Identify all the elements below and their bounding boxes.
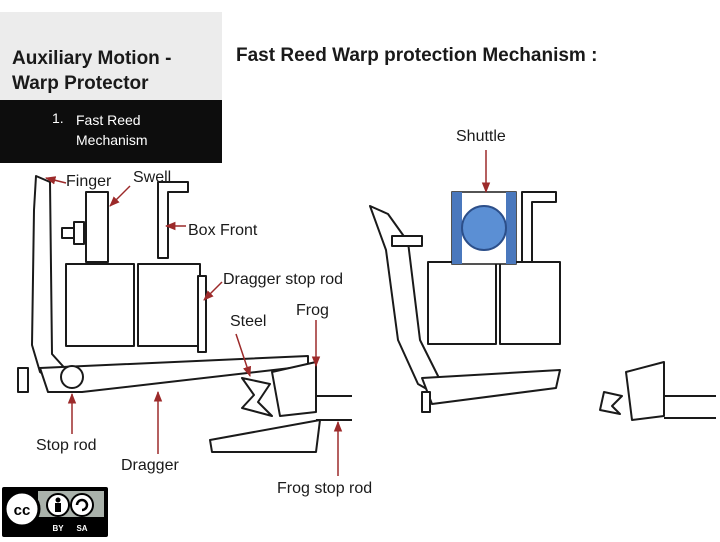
arrow-steel <box>235 333 251 377</box>
cc-license-badge: cc BY SA <box>2 487 108 537</box>
label-finger: Finger <box>66 173 112 190</box>
spindle-rod-right <box>391 235 423 247</box>
shuttle <box>451 191 517 265</box>
subsection-line-1: Fast Reed <box>76 112 141 128</box>
arrow-dragger-stop-rod <box>203 281 223 301</box>
box-block-left <box>65 263 135 347</box>
arrow-finger <box>44 176 67 185</box>
dragger-stop-rod <box>197 275 207 353</box>
title-line-1: Auxiliary Motion - <box>12 48 172 69</box>
stop-rod-right <box>421 391 431 413</box>
subsection-panel <box>0 100 222 163</box>
box-block-left-right <box>427 261 497 345</box>
label-frog: Frog <box>296 302 329 319</box>
title-panel <box>0 12 222 100</box>
arrow-swell <box>109 185 131 207</box>
cc-license-graphic: cc BY SA <box>3 490 104 533</box>
label-steel: Steel <box>230 313 267 330</box>
box-front-right <box>521 191 557 265</box>
spindle-cap <box>73 221 85 245</box>
swell-post <box>85 191 109 263</box>
box-front <box>157 181 189 259</box>
box-block-right <box>137 263 201 347</box>
cc-logo-text: cc <box>14 502 31 519</box>
slide-title: Auxiliary Motion - Warp Protector <box>12 46 217 96</box>
label-shuttle: Shuttle <box>456 128 506 145</box>
steel-right <box>599 391 623 415</box>
label-swell: Swell <box>133 169 172 186</box>
sa-text: SA <box>76 524 87 533</box>
subsection-number: 1. <box>52 110 64 126</box>
title-line-2: Warp Protector <box>12 73 149 94</box>
label-dragger: Dragger <box>121 457 179 474</box>
finger-lever <box>31 175 71 385</box>
label-frog-stop-rod: Frog stop rod <box>277 480 373 497</box>
label-stop-rod: Stop rod <box>36 437 97 454</box>
dragger <box>39 355 309 393</box>
stop-rod-pivot <box>60 365 84 389</box>
diagram-heading: Fast Reed Warp protection Mechanism : <box>236 45 598 66</box>
label-dragger-stop-rod: Dragger stop rod <box>223 271 344 288</box>
subsection-line-2: Mechanism <box>76 132 148 148</box>
frog <box>271 361 317 417</box>
frog-right <box>625 361 665 421</box>
stop-rod-left <box>17 367 29 393</box>
box-block-right-right <box>499 261 561 345</box>
frog-base <box>209 419 321 453</box>
subsection-title: Fast Reed Mechanism <box>76 110 206 150</box>
by-text: BY <box>52 524 64 533</box>
steel <box>241 377 273 417</box>
dragger-right <box>421 369 561 405</box>
label-box-front: Box Front <box>188 222 258 239</box>
sa-share-alike-icon <box>70 493 94 517</box>
